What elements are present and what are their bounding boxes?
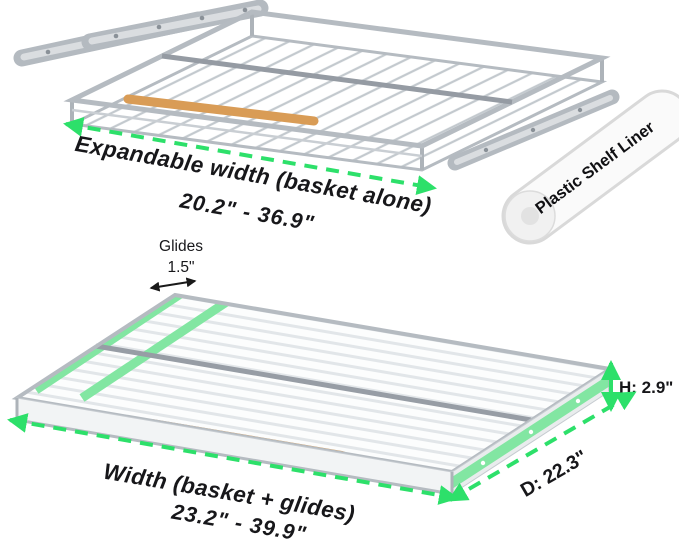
rail-hole [483, 147, 489, 153]
rail-hole [113, 33, 119, 39]
rail-hole [199, 15, 205, 21]
drawer-slide-rail-2-inner [88, 5, 262, 45]
height-label: H: 2.9" [619, 378, 673, 397]
rail-hole [530, 127, 536, 133]
width-arrow [7, 413, 459, 505]
glide-hole [575, 398, 581, 404]
roll-end-hole [521, 207, 539, 225]
expandable-width-arrow [63, 117, 437, 195]
roll-body [504, 92, 679, 242]
rail-hole [242, 7, 248, 13]
expandable-width-value: 20.2" - 36.9" [177, 188, 316, 235]
drawer-slide-rails-top-left [13, 0, 269, 67]
height-annotation: H: 2.9" [601, 360, 673, 412]
glides-arrow [149, 277, 197, 292]
rail-hole [156, 24, 162, 30]
rail-hole [45, 49, 51, 55]
glides-value: 1.5" [167, 259, 194, 276]
glides-label: Glides [159, 238, 203, 255]
glide-hole [480, 460, 486, 466]
glides-annotation: Glides 1.5" [149, 238, 203, 292]
basket-crossbar [161, 53, 513, 105]
glide-rail-left-2 [79, 295, 243, 402]
depth-arrow [447, 391, 637, 502]
glide-rails-visible [33, 295, 243, 402]
glide-rail-left-1 [33, 295, 197, 394]
rail-hole [577, 107, 583, 113]
drawer-slide-rail-right [447, 89, 620, 171]
glide-hole [528, 429, 534, 435]
